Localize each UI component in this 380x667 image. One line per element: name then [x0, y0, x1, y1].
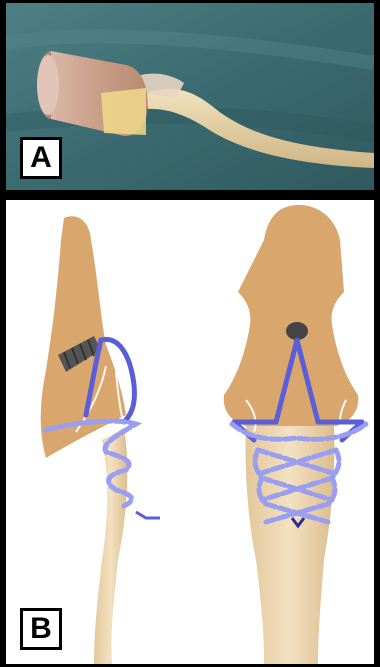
side-tendon — [94, 428, 127, 664]
suture-illustration — [6, 200, 374, 664]
illustration-panel-b: B — [3, 197, 377, 667]
photo-panel-a: A — [3, 0, 377, 193]
front-bone-plug — [224, 205, 359, 426]
graft-side-view — [41, 216, 160, 664]
graft-front-view — [224, 205, 366, 664]
panel-label-b: B — [20, 608, 62, 650]
side-suture-tail — [136, 512, 160, 518]
panel-label-a: A — [20, 137, 62, 179]
drill-hole-icon — [286, 322, 308, 340]
